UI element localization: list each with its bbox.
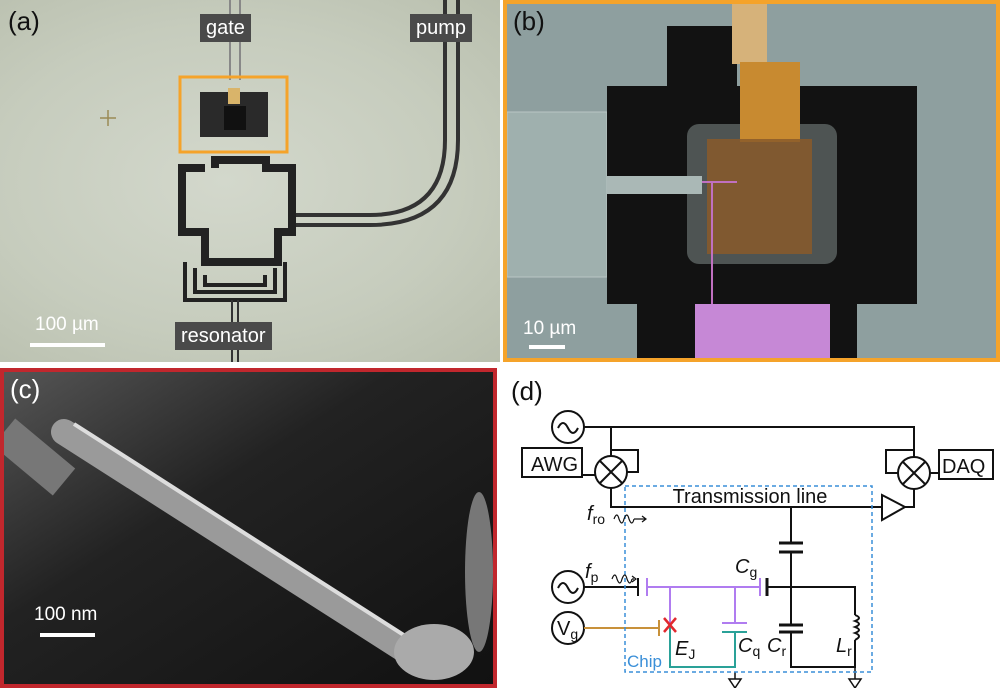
panel-d-circuit-diagram: (d) <box>503 368 1000 688</box>
sem-nanowire-drawing <box>4 372 493 684</box>
lo-line <box>584 426 915 457</box>
lead <box>507 111 608 278</box>
gate-pad <box>740 62 800 142</box>
resonator-wires <box>767 507 856 668</box>
panel-label: (c) <box>10 374 41 404</box>
daq-label: DAQ <box>942 456 985 478</box>
contact-pad <box>695 304 830 358</box>
gate-line <box>584 620 660 636</box>
lead-strip <box>607 176 702 194</box>
c-q-label: Cq <box>738 635 760 659</box>
zoom-box <box>178 75 289 154</box>
resonator-tag: resonator <box>175 322 272 350</box>
c-g-label: Cg <box>735 556 757 580</box>
daq-box <box>938 449 994 480</box>
background-structure <box>4 418 76 496</box>
panel-a-optical-micrograph: (a) gate pump resonator 100 µm <box>0 0 500 362</box>
panel-b-zoomed-micrograph: (b) 10 µm <box>503 0 1000 362</box>
ground-icon <box>727 667 863 688</box>
gate-electrode <box>732 4 767 64</box>
readout-wave-icon <box>613 514 647 524</box>
contact-edge <box>394 624 474 680</box>
l-r-label: Lr <box>836 635 852 659</box>
nanowire <box>702 181 737 304</box>
e-j-label: EJ <box>675 638 695 662</box>
circuit-schematic: AWG DAQ Transmission line fro fp Vg Cg E… <box>521 410 994 688</box>
chip-boundary <box>624 485 873 673</box>
f-p-label: fp <box>585 561 599 585</box>
contact-edge <box>465 492 493 652</box>
nanowire-edge <box>72 422 426 650</box>
resonator-meander <box>183 262 287 302</box>
cr-capacitor <box>779 623 803 634</box>
f-ro-label: fro <box>587 503 605 527</box>
island <box>224 106 246 130</box>
awg-box <box>521 447 583 478</box>
josephson-junction-icon <box>663 617 677 633</box>
panel-label: (a) <box>8 6 40 36</box>
scale-bar-label: 100 nm <box>34 604 98 625</box>
c-r-label: Cr <box>767 635 786 659</box>
qubit-circuit <box>646 578 761 624</box>
coupling-capacitor <box>779 541 803 554</box>
amplifier-icon <box>881 493 908 522</box>
gate-tag: gate <box>200 14 251 42</box>
scale-bar <box>30 343 105 347</box>
scale-bar-label: 10 µm <box>523 318 577 339</box>
panel-c-sem-image: (c) 100 nm <box>0 368 497 688</box>
scale-bar <box>529 345 565 349</box>
v-g-label: Vg <box>557 618 578 642</box>
panel-label: (b) <box>513 6 545 36</box>
inductor-icon <box>852 614 860 641</box>
pump-wave-icon <box>611 574 637 584</box>
pump-tag: pump <box>410 14 473 42</box>
alignment-cross <box>100 110 116 126</box>
nanowire <box>51 419 437 675</box>
device-zoom-drawing <box>507 4 917 358</box>
device-layout-drawing <box>100 0 460 362</box>
resonator-capacitor <box>178 156 296 266</box>
gate-pad <box>228 88 240 104</box>
island-pad <box>707 139 812 254</box>
ground-wires <box>669 625 747 668</box>
transmission-line-label: Transmission line <box>673 486 828 508</box>
awg-label: AWG <box>531 454 578 476</box>
panel-label: (d) <box>511 376 543 406</box>
pump-line <box>292 0 460 227</box>
scale-bar-label: 100 µm <box>35 314 99 335</box>
scale-bar <box>40 633 95 637</box>
chip-label: Chip <box>627 652 662 671</box>
